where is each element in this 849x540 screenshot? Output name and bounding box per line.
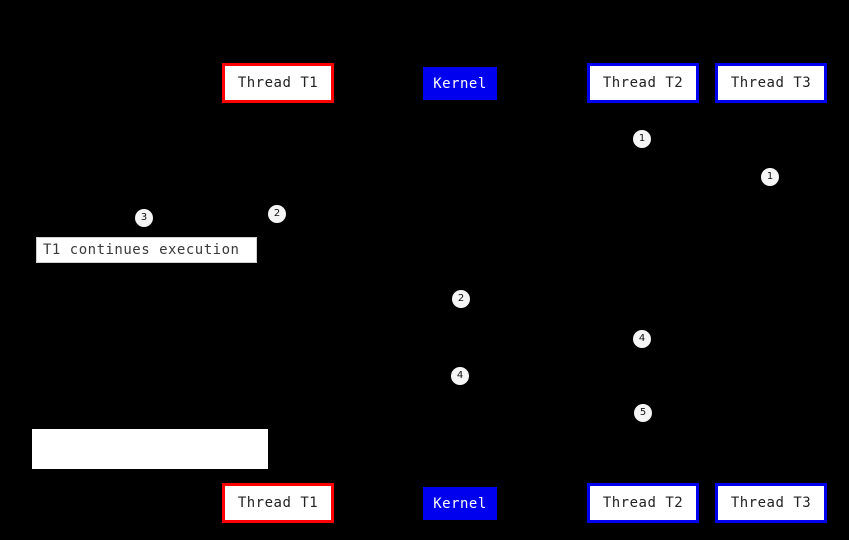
- note-t1-continues: T1 continues execution: [36, 237, 257, 263]
- note-text: T1 continues execution: [43, 242, 240, 258]
- participant-thread-t3-top[interactable]: Thread T3: [715, 63, 827, 103]
- lifeline-thread-t1: [277, 103, 279, 483]
- participant-thread-t1-bottom[interactable]: Thread T1: [222, 483, 334, 523]
- badge-t2-4: 4: [633, 330, 651, 348]
- badge-t2-5: 5: [634, 404, 652, 422]
- badge-kernel-2: 2: [452, 290, 470, 308]
- participant-label: Thread T2: [602, 75, 684, 91]
- badge-t1-2: 2: [268, 205, 286, 223]
- lifeline-thread-t2: [642, 103, 644, 483]
- participant-label: Thread T3: [730, 495, 812, 511]
- participant-label: Thread T3: [730, 75, 812, 91]
- participant-thread-t3-bottom[interactable]: Thread T3: [715, 483, 827, 523]
- participant-thread-t2-bottom[interactable]: Thread T2: [587, 483, 699, 523]
- participant-label: Thread T2: [602, 495, 684, 511]
- lifeline-thread-t3: [770, 103, 772, 483]
- badge-t3-1: 1: [761, 168, 779, 186]
- participant-label: Kernel: [433, 495, 487, 512]
- participant-thread-t1-top[interactable]: Thread T1: [222, 63, 334, 103]
- participant-label: Kernel: [433, 75, 487, 92]
- participant-kernel-bottom[interactable]: Kernel: [423, 487, 497, 520]
- participant-label: Thread T1: [237, 495, 319, 511]
- badge-t2-1: 1: [633, 130, 651, 148]
- participant-thread-t2-top[interactable]: Thread T2: [587, 63, 699, 103]
- badge-kernel-4: 4: [451, 367, 469, 385]
- participant-label: Thread T1: [237, 75, 319, 91]
- participant-kernel-top[interactable]: Kernel: [423, 67, 497, 100]
- badge-t1-3: 3: [135, 209, 153, 227]
- note-blank: [32, 429, 268, 469]
